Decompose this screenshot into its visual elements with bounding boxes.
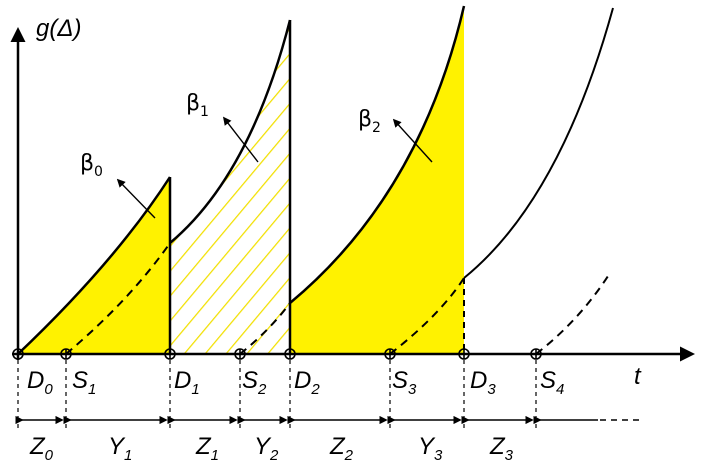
interval-label-z0: Z0	[29, 433, 54, 464]
age-curve-continuation	[463, 7, 614, 279]
point-label-s2: S2	[242, 367, 267, 398]
pointer-arrow-beta0	[116, 178, 156, 219]
marker-s1	[60, 348, 72, 360]
point-label-d3: D3	[470, 367, 496, 398]
region-label-beta2: β2	[358, 107, 381, 136]
region-beta0-fill	[18, 177, 170, 354]
point-label-d2: D2	[294, 367, 320, 398]
x-axis-label: t	[634, 363, 642, 390]
marker-d1	[164, 348, 176, 360]
marker-s2	[234, 348, 246, 360]
point-label-d1: D1	[174, 367, 200, 398]
age-curve-segment-1	[17, 176, 172, 355]
region-label-beta0: β0	[80, 151, 103, 180]
interval-label-z3: Z3	[489, 433, 514, 464]
marker-s3	[384, 348, 396, 360]
dashed-curve-s2	[239, 302, 291, 355]
region-beta1-hatch	[170, 20, 290, 354]
marker-d2	[284, 348, 296, 360]
region-label-beta1: β1	[186, 91, 209, 120]
age-curve-segment-3	[289, 5, 466, 304]
marker-d3	[458, 348, 470, 360]
interval-label-y1: Y1	[108, 433, 132, 464]
pointer-arrow-beta2	[392, 118, 433, 163]
region-beta2-fill	[290, 6, 464, 354]
marker-s4	[530, 348, 542, 360]
y-axis-label: g(Δ)	[36, 15, 81, 42]
point-label-s3: S3	[392, 367, 417, 398]
dashed-curve-s3	[389, 277, 465, 355]
marker-d0	[12, 348, 24, 360]
dashed-curve-s1	[65, 242, 171, 355]
point-label-s1: S1	[72, 367, 96, 398]
interval-label-y2: Y2	[254, 433, 279, 464]
pointer-arrow-beta1	[222, 116, 259, 163]
point-label-d0: D0	[27, 367, 53, 398]
age-curve-segment-2	[169, 19, 292, 244]
interval-label-y3: Y3	[418, 433, 443, 464]
interval-label-z1: Z1	[195, 433, 219, 464]
event-markers	[12, 348, 542, 360]
interval-label-z2: Z2	[329, 433, 354, 464]
dashed-curve-s4	[535, 272, 611, 355]
point-label-s4: S4	[540, 367, 564, 398]
